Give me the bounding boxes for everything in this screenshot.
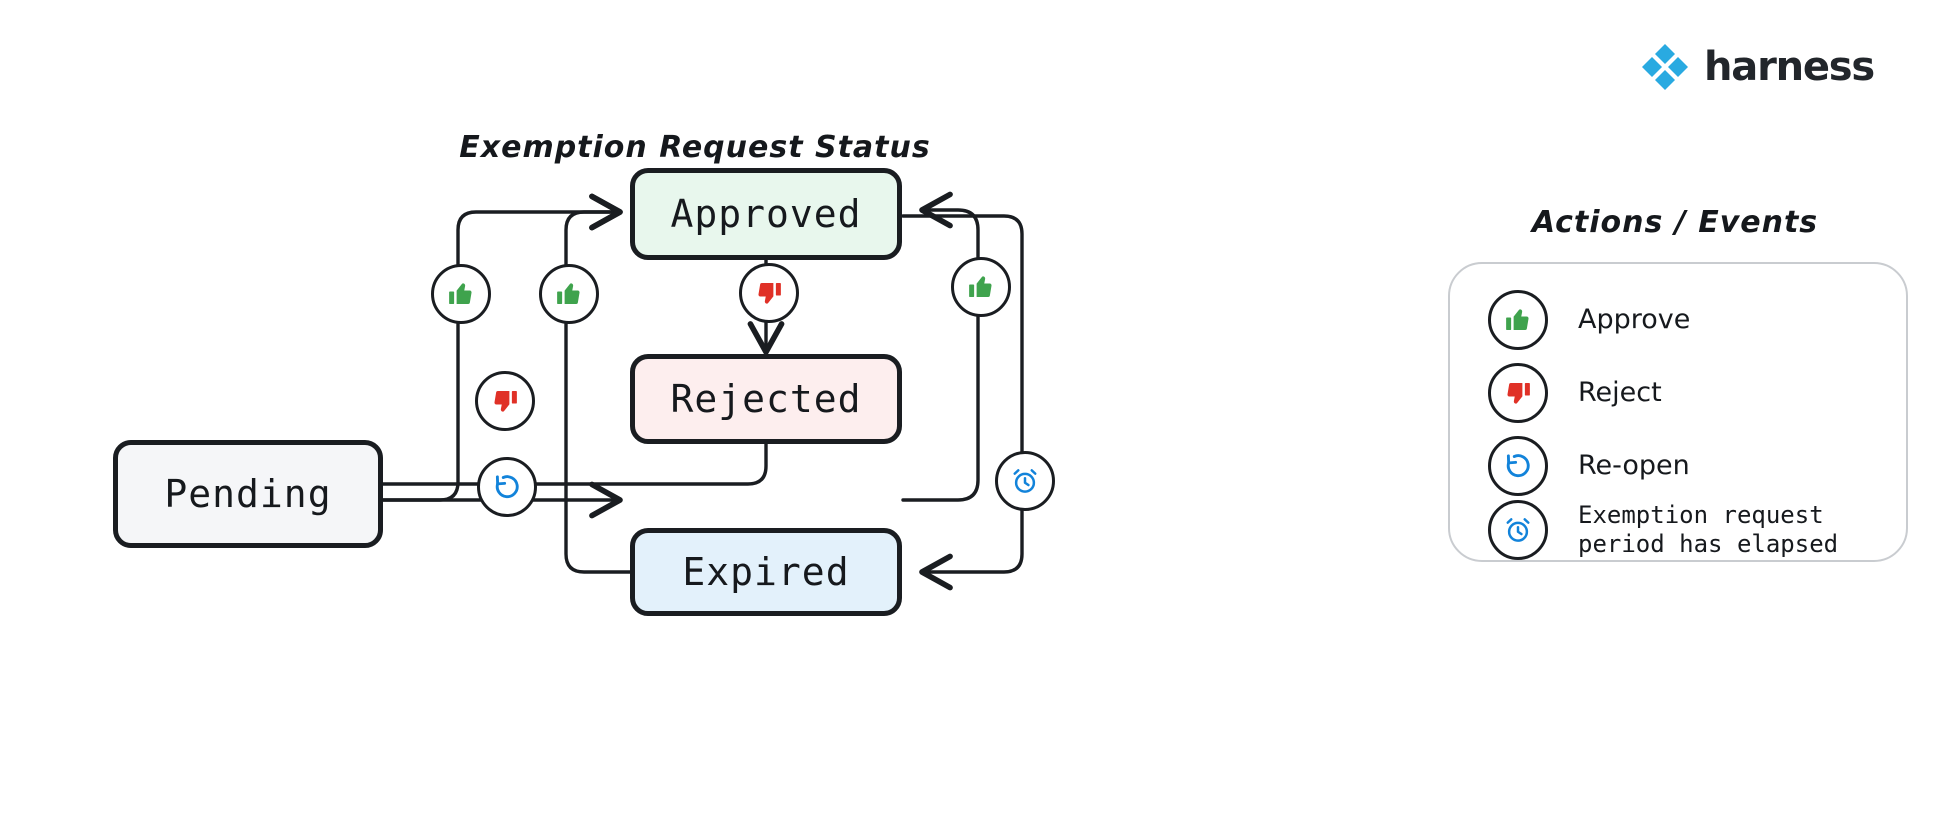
alarm-clock-icon — [1013, 469, 1037, 493]
thumbs-down-icon — [1488, 363, 1548, 423]
legend-label-period-elapsed: Exemption request period has elapsed — [1578, 500, 1839, 558]
thumbs-up-icon — [969, 276, 992, 297]
legend-label-reopen: Re-open — [1578, 450, 1690, 482]
legend-panel: Approve Reject Re-open Exemption reque — [1448, 262, 1908, 562]
state-label-pending: Pending — [164, 472, 332, 516]
legend-label-approve: Approve — [1578, 304, 1691, 336]
edge-badge-period-elapsed[interactable] — [995, 451, 1055, 511]
state-node-rejected[interactable]: Rejected — [630, 354, 902, 444]
diagram-title: Exemption Request Status — [459, 130, 931, 165]
legend-label-reject: Reject — [1578, 377, 1662, 409]
thumbs-up-icon — [1488, 290, 1548, 350]
state-label-rejected: Rejected — [670, 377, 862, 421]
edge-badge-reject-approved[interactable] — [739, 263, 799, 323]
harness-diamond-icon — [1642, 44, 1688, 90]
legend-item-reject: Reject — [1488, 363, 1662, 423]
edge-badge-reopen[interactable] — [477, 457, 537, 517]
state-label-expired: Expired — [682, 550, 850, 594]
harness-logo: harness — [1640, 42, 1875, 92]
reopen-icon — [495, 475, 519, 499]
edge-pending-to-approved — [368, 193, 623, 502]
harness-wordmark: harness — [1704, 44, 1875, 90]
state-node-pending[interactable]: Pending — [113, 440, 383, 548]
thumbs-down-icon — [494, 391, 517, 412]
edge-badge-approve-pending[interactable] — [431, 264, 491, 324]
thumbs-up-icon — [449, 283, 472, 304]
edge-rejected-to-approved — [901, 191, 980, 502]
state-node-approved[interactable]: Approved — [630, 168, 902, 260]
thumbs-down-icon — [758, 283, 781, 304]
reopen-icon — [1488, 436, 1548, 496]
edge-approved-to-expired — [901, 214, 1024, 591]
edge-expired-to-approved — [564, 193, 632, 574]
legend-item-approve: Approve — [1488, 290, 1690, 350]
alarm-clock-icon — [1488, 500, 1548, 560]
legend-item-reopen: Re-open — [1488, 436, 1690, 496]
state-node-expired[interactable]: Expired — [630, 528, 902, 616]
legend-title: Actions / Events — [1531, 205, 1819, 240]
state-label-approved: Approved — [670, 192, 862, 236]
edge-badge-approve-rejected[interactable] — [951, 257, 1011, 317]
edge-badge-reject-pending[interactable] — [475, 371, 535, 431]
thumbs-up-icon — [557, 283, 580, 304]
edge-badge-approve-expired[interactable] — [539, 264, 599, 324]
legend-item-period-elapsed: Exemption request period has elapsed — [1488, 500, 1838, 560]
